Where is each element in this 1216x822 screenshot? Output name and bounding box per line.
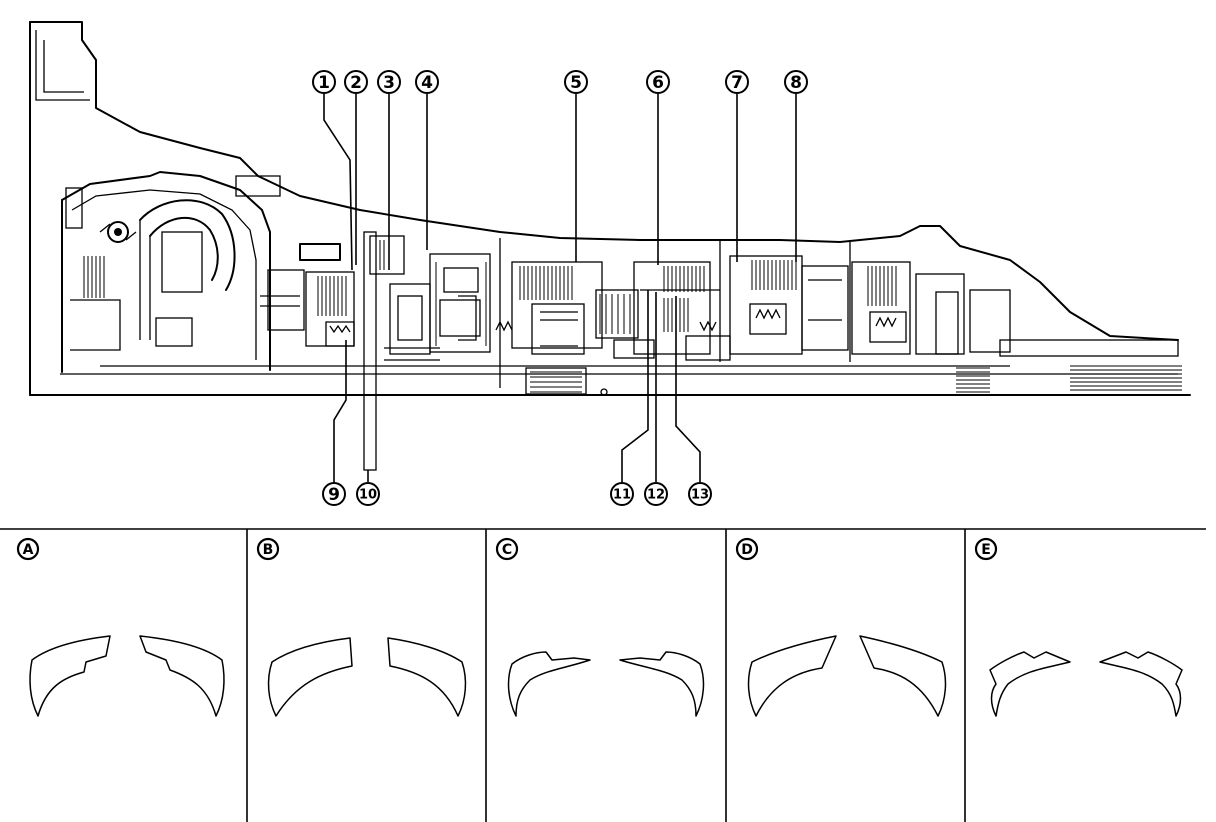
callout-3: 3 (377, 70, 401, 94)
seal-ring-profile-left (507, 651, 591, 717)
svg-text:4: 4 (421, 73, 433, 93)
svg-text:C: C (502, 542, 512, 558)
callout-9: 9 (322, 482, 346, 506)
seal-ring-profile-right (139, 635, 225, 717)
svg-text:5: 5 (570, 73, 582, 93)
seal-ring-profile-right (1099, 651, 1183, 717)
callout-13: 13 (688, 482, 712, 506)
svg-text:11: 11 (613, 488, 631, 503)
panel-a: A (16, 537, 225, 717)
transmission-section (29, 21, 1191, 471)
svg-text:E: E (981, 542, 991, 558)
callout-12: 12 (644, 482, 668, 506)
callout-8: 8 (784, 70, 808, 94)
panel-e: E (974, 537, 1183, 717)
seal-ring-profile-right (859, 635, 947, 717)
callout-7: 7 (725, 70, 749, 94)
seal-ring-profile-left (989, 651, 1071, 717)
svg-text:D: D (741, 542, 753, 558)
svg-text:6: 6 (652, 73, 664, 93)
callout-6: 6 (646, 70, 670, 94)
panel-c: C (495, 537, 705, 717)
callout-numbers: 1 2 3 4 5 6 7 8 9 10 11 12 13 (312, 70, 808, 506)
callout-2: 2 (344, 70, 368, 94)
svg-text:B: B (263, 542, 274, 558)
seal-ring-profile-right (387, 637, 467, 717)
seal-ring-profile-right (619, 651, 705, 717)
callout-10: 10 (356, 482, 380, 506)
callout-11: 11 (610, 482, 634, 506)
svg-text:A: A (23, 542, 34, 558)
clutch-pack-6 (663, 266, 705, 332)
seal-ring-profile-left (747, 635, 837, 717)
svg-text:3: 3 (383, 73, 395, 93)
svg-text:8: 8 (790, 73, 802, 93)
svg-text:12: 12 (647, 488, 665, 503)
callout-1: 1 (312, 70, 336, 94)
svg-text:10: 10 (359, 488, 377, 503)
svg-text:13: 13 (691, 488, 709, 503)
svg-text:2: 2 (350, 73, 362, 93)
rear-clutch-pack (867, 266, 897, 306)
panel-d: D (735, 537, 947, 717)
seal-ring-profile-left (29, 635, 111, 717)
svg-text:1: 1 (318, 73, 330, 93)
clutch-pack-5 (519, 266, 573, 300)
panel-b: B (256, 537, 467, 717)
output-shaft-splines (956, 365, 1182, 393)
svg-text:9: 9 (328, 485, 340, 505)
front-clutch-pack (317, 276, 347, 316)
clutch-pack-7-8 (751, 260, 797, 290)
svg-text:7: 7 (731, 73, 743, 93)
converter-clutch-plates (83, 256, 105, 298)
seal-panel-grid: A B C D E (0, 528, 1206, 822)
seal-ring-profile-left (267, 637, 353, 717)
callout-5: 5 (564, 70, 588, 94)
callout-4: 4 (415, 70, 439, 94)
leader-lines (323, 94, 797, 482)
